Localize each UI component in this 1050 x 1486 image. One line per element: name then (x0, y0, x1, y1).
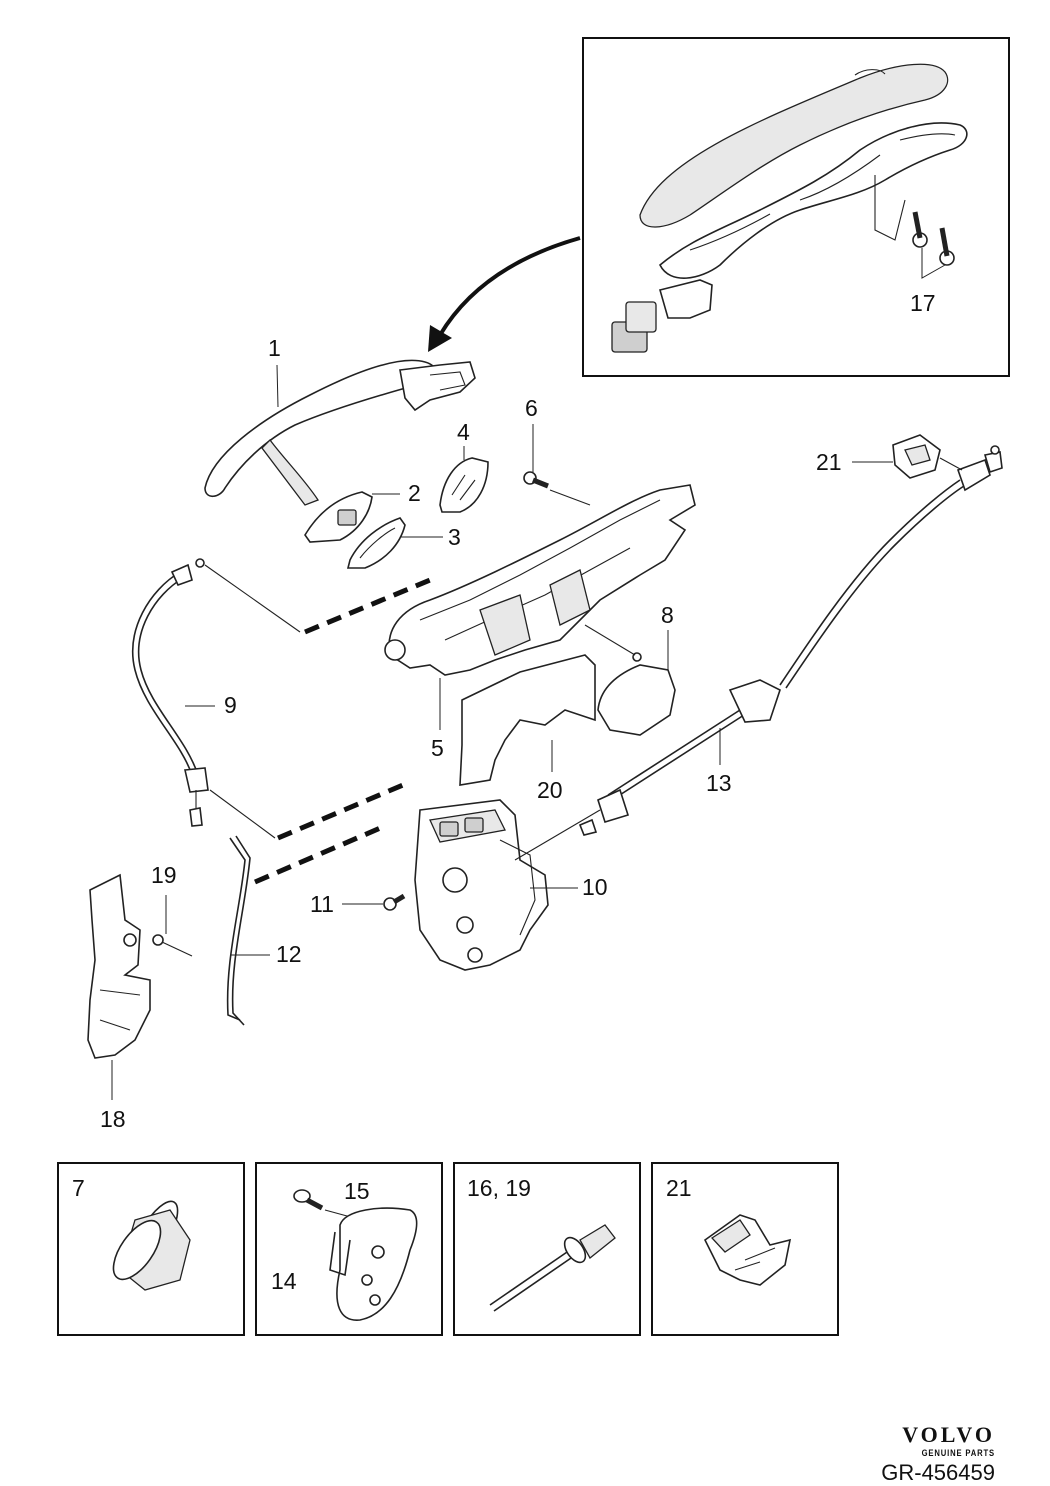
part-6-screw[interactable] (523, 471, 549, 489)
part-4-gasket[interactable] (439, 457, 489, 513)
callout-20: 20 (537, 777, 563, 803)
detail-box-21 (651, 1162, 839, 1336)
detail-box-21-label: 21 (666, 1175, 692, 1201)
screw-17-a (912, 211, 928, 248)
reference-number: GR-456459 (881, 1460, 995, 1485)
callout-2: 2 (408, 480, 421, 506)
arrow-head (428, 325, 452, 352)
part-11-screw[interactable] (383, 893, 406, 911)
detail-box-14-15 (255, 1162, 443, 1336)
volvo-logo: VOLVO (902, 1422, 995, 1447)
callout-3: 3 (448, 524, 461, 550)
callout-13: 13 (706, 770, 732, 796)
callout-19: 19 (151, 862, 177, 888)
part-3-gasket[interactable] (346, 517, 406, 569)
detail-box-16-19 (453, 1162, 641, 1336)
inset-handle-detail (582, 37, 1010, 377)
part-8-cover[interactable] (597, 652, 676, 736)
callout-12: 12 (276, 941, 302, 967)
callout-9: 9 (224, 692, 237, 718)
detail-box-7-label: 7 (72, 1175, 85, 1201)
part-21-clip[interactable] (892, 434, 941, 479)
screw-17-b (939, 227, 955, 266)
part-12-rod[interactable] (226, 835, 251, 1026)
part-9-cable[interactable] (131, 558, 209, 827)
brand-block: VOLVO GENUINE PARTS (795, 1422, 995, 1458)
callout-5: 5 (431, 735, 444, 761)
callout-6: 6 (525, 395, 538, 421)
part-13-cable[interactable] (578, 445, 1003, 836)
callout-18: 18 (100, 1106, 126, 1132)
detail-box-14-label: 14 (271, 1268, 297, 1294)
detail-box-16-19-label: 16, 19 (467, 1175, 531, 1201)
callout-21: 21 (816, 449, 842, 475)
part-20-shield[interactable] (459, 654, 596, 786)
detail-box-15-label: 15 (344, 1178, 370, 1204)
detail-arrow (438, 236, 581, 337)
callout-11: 11 (310, 891, 334, 917)
callout-17: 17 (910, 290, 936, 316)
callout-4: 4 (457, 419, 470, 445)
part-10-lock[interactable] (414, 799, 549, 971)
callout-10: 10 (582, 874, 608, 900)
part-1-handle[interactable] (204, 359, 476, 506)
part-18-bracket[interactable] (87, 873, 151, 1059)
callout-8: 8 (661, 602, 674, 628)
detail-box-7 (57, 1162, 245, 1336)
part-2-cover-cap[interactable] (304, 491, 373, 543)
part-5-handle-frame[interactable] (384, 484, 696, 676)
part-19-rivet[interactable] (152, 934, 193, 957)
callout-1: 1 (268, 335, 281, 361)
genuine-parts-tagline: GENUINE PARTS (921, 1448, 995, 1458)
